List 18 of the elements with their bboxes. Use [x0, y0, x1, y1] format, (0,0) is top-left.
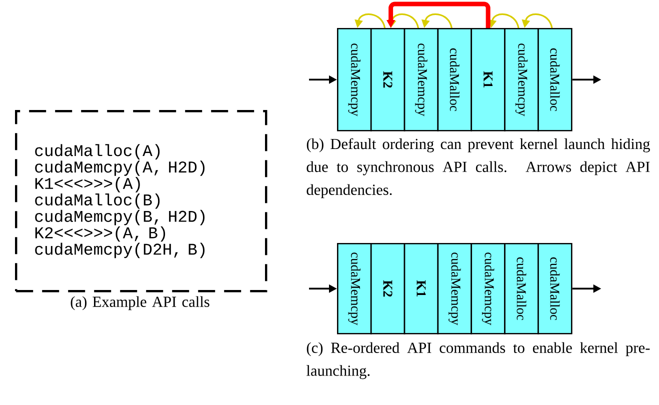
- api-call-box: K1: [404, 243, 439, 334]
- api-call-box: cudaMemcpy: [337, 28, 372, 132]
- api-call-box: cudaMemcpy: [470, 243, 506, 334]
- caption: (c) Re-ordered API commands to enable kernel pre-launching.: [306, 342, 650, 380]
- api-call-box: cudaMalloc: [538, 28, 572, 132]
- api-call-box: cudaMalloc: [437, 28, 472, 132]
- api-call-box: K2: [370, 243, 406, 334]
- caption: (b) Default ordering can prevent kernel launch hiding due to synchronous API calls. Arrows depict API dependencies.: [306, 138, 650, 198]
- api-call-box: cudaMalloc: [538, 243, 572, 334]
- api-call-box: cudaMalloc: [504, 243, 539, 334]
- api-call-box: cudaMemcpy: [404, 28, 439, 132]
- arrow: [354, 13, 386, 28]
- api-call-box: K2: [370, 28, 406, 132]
- api-call-box: cudaMemcpy: [437, 243, 472, 334]
- api-call-box: K1: [470, 28, 506, 132]
- api-call-box: cudaMemcpy: [504, 28, 539, 132]
- api-call-box: cudaMemcpy: [337, 243, 372, 334]
- code-box: cudaMalloc(A) cudaMemcpy(A, H2D) K1<<<>>>(A) cudaMalloc(B) cudaMemcpy(B, H2D) K2<<<>>>(A, B) cudaMemcpy(D2H, B): [15, 110, 268, 292]
